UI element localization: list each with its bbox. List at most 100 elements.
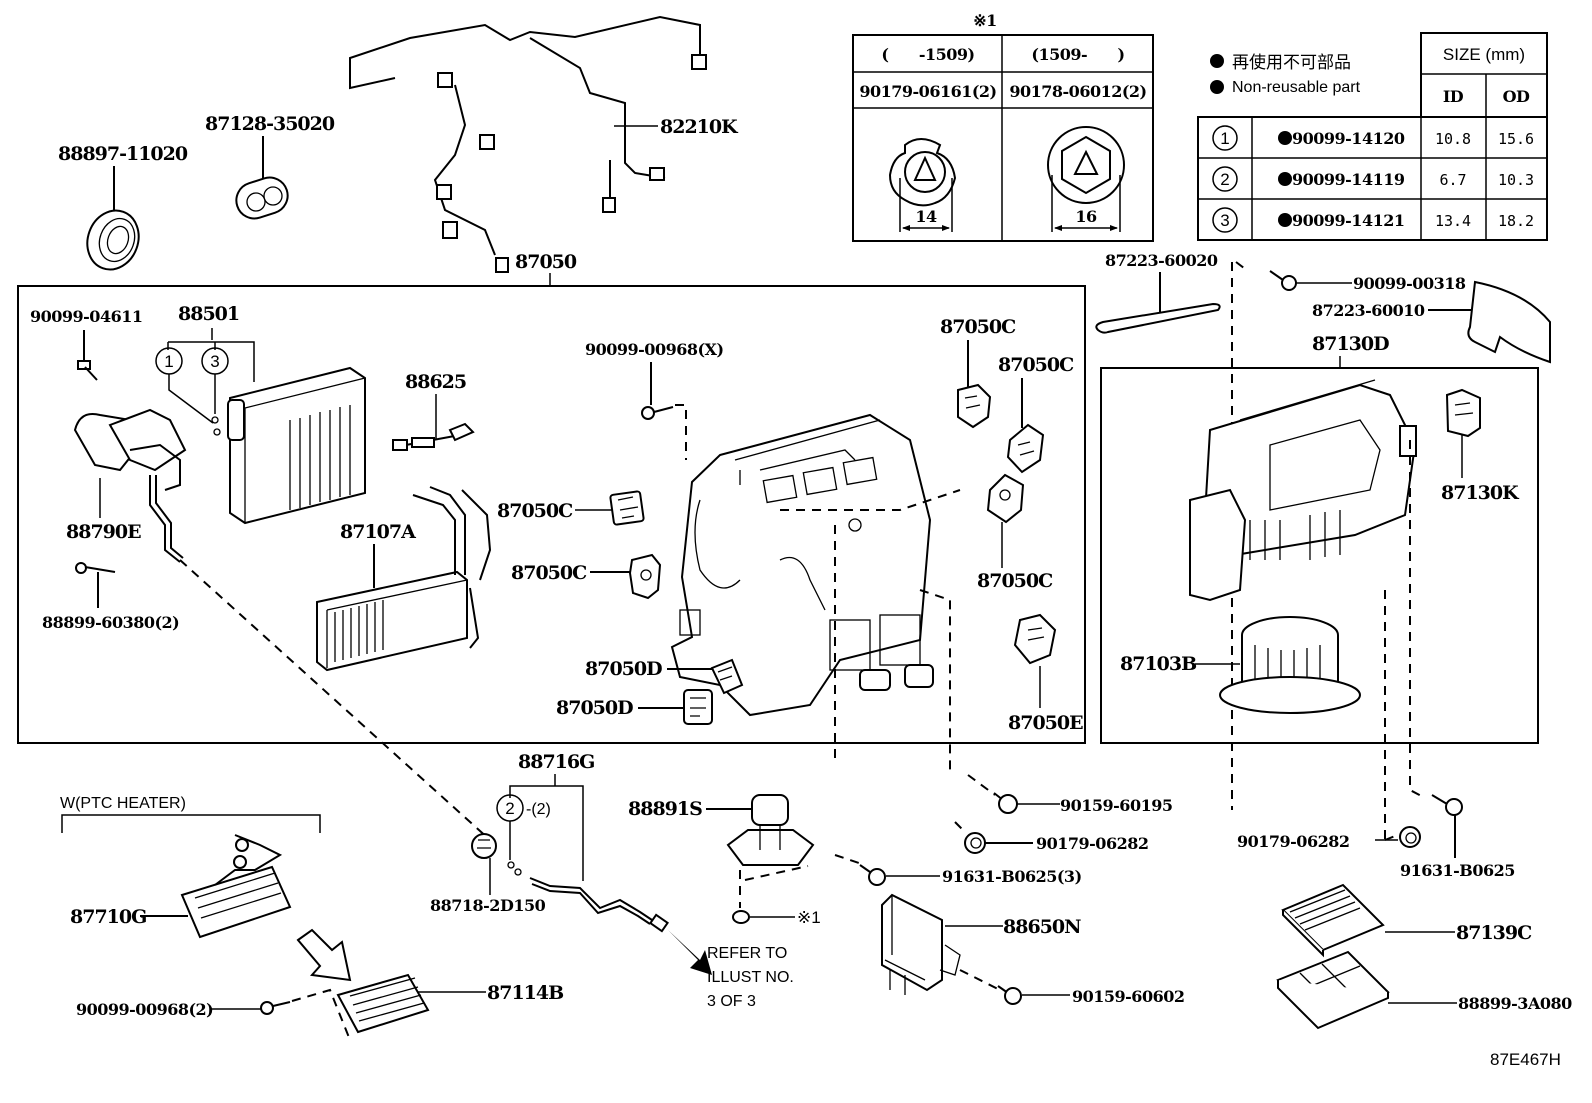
oring-ref-1: 1 [164,352,173,371]
group-label-87130D[interactable]: 87130D [1312,333,1390,355]
part-label[interactable]: 90099-04611 [30,307,143,326]
part-label[interactable]: 87050C [940,316,1017,338]
part-label[interactable]: 90159-60195 [1060,796,1173,815]
part-90179-06282-center[interactable]: 90179-06282 [954,821,1149,854]
part-88790E[interactable]: 88790E [66,408,187,563]
part-87114B[interactable]: 87114B [336,973,565,1034]
part-88650N[interactable]: 88650N [881,893,1082,995]
part-90159-60195[interactable]: 90159-60195 [967,774,1173,815]
part-87223-60020[interactable]: 87223-60020 [1095,251,1221,334]
part-label[interactable]: 88718-2D150 [430,896,546,915]
part-label[interactable]: 87139C [1456,922,1533,944]
part-label[interactable]: 90099-00318 [1353,274,1466,293]
part-label[interactable]: 87107A [340,521,417,543]
part-label[interactable]: 88899-3A080 [1458,994,1573,1013]
part-label[interactable]: 88501 [178,303,240,325]
part-label[interactable]: 87050C [497,500,574,522]
part-88501[interactable]: 88501 1 3 [155,303,366,525]
part-label[interactable]: 88716G [518,751,595,773]
part-91631-B0625[interactable]: 91631-B0625 [1400,794,1515,880]
blower-motor-icon [1219,616,1361,714]
clip-nut-icon [732,910,750,924]
part-label[interactable]: 88650N [1003,916,1082,938]
part-90099-00318[interactable]: 90099-00318 [1269,270,1466,293]
hvac-unit-housing-icon [670,413,934,717]
part-88897-11020[interactable]: 88897-11020 [58,143,189,277]
non-reusable-bullet-icon [1278,131,1292,145]
part-87139C[interactable]: 87139C [1281,883,1533,958]
part-label[interactable]: 87103B [1120,653,1198,675]
part-label[interactable]: 87050D [585,658,663,680]
part-label[interactable]: 88897-11020 [58,143,189,165]
group-label-87050[interactable]: 87050 [515,251,578,273]
part-label[interactable]: 87130K [1441,482,1521,504]
actuator-icon [1445,388,1481,438]
screw-icon [260,1001,291,1015]
part-label[interactable]: 82210K [660,116,740,138]
part-label[interactable]: 90159-60602 [1072,987,1185,1006]
part-87103B[interactable]: 87103B [1120,616,1361,714]
part-label[interactable]: 87223-60010 [1312,301,1425,320]
part-label[interactable]: 87223-60020 [1105,251,1218,270]
bolt-icon [1431,794,1463,816]
part-label[interactable]: 88625 [405,371,467,393]
part-87050C-left-lower[interactable]: 87050C [511,553,662,600]
part-87050C-right-third[interactable]: 87050C [977,473,1054,592]
part-87710G[interactable]: 87710G [70,834,292,939]
part-87050D-upper[interactable]: 87050D [585,658,744,695]
clip-table-title: ※1 [973,11,997,30]
part-label[interactable]: 88891S [628,798,703,820]
part-87223-60010[interactable]: 87223-60010 [1312,280,1551,364]
part-label[interactable]: 87128-35020 [205,113,336,135]
refrigerant-pipe-icon [529,877,669,933]
part-label[interactable]: 88899-60380(2) [42,613,180,632]
filter-frame-icon [1276,950,1390,1030]
part-label[interactable]: 87114B [487,982,565,1004]
part-label[interactable]: 87050C [998,354,1075,376]
part-91631-B0625-3[interactable]: 91631-B0625(3) [834,854,1082,886]
part-label[interactable]: 91631-B0625(3) [942,867,1082,886]
part-88718-2D150[interactable]: 88718-2D150 [430,833,546,915]
part-88625[interactable]: 88625 [392,371,475,451]
part-87050E[interactable]: 87050E [1008,613,1084,734]
part-90159-60602[interactable]: 90159-60602 [959,969,1185,1006]
part-88716G[interactable]: 88716G 2 -(2) [496,751,669,933]
part-87050C-right-top[interactable]: 87050C [940,316,1017,429]
part-87050C-right-second[interactable]: 87050C [998,354,1075,474]
part-90099-00968-2[interactable]: 90099-00968(2) [76,988,351,1041]
clip-table-frame [852,34,1154,242]
nut-icon [964,832,986,854]
oring-row: 1 90099-14120 10.8 15.6 [1212,125,1534,151]
part-90179-06282-right[interactable]: 90179-06282 [1237,826,1421,851]
non-reusable-bullet-icon [1278,172,1292,186]
part-90099-04611[interactable]: 90099-04611 [30,307,143,381]
part-82210K[interactable]: 82210K [349,15,740,273]
clip-part-new: 90178-06012(2) [1009,82,1146,101]
oring-row: 3 90099-14121 13.4 18.2 [1212,207,1534,233]
part-label[interactable]: 88790E [66,521,142,543]
part-90099-00968-X[interactable]: 90099-00968(X) [585,340,724,420]
part-87050D-lower[interactable]: 87050D [556,689,713,725]
part-87130K[interactable]: 87130K [1441,388,1521,504]
cover-panel-icon [1467,280,1551,364]
part-label[interactable]: 87050C [977,570,1054,592]
part-88899-3A080[interactable]: 88899-3A080 [1276,950,1573,1030]
part-87107A[interactable]: 87107A [316,486,492,672]
part-label[interactable]: 87050E [1008,712,1084,734]
part-label[interactable]: 87050C [511,562,588,584]
note-ref-1: ※1 [797,908,821,927]
part-87050C-left-upper[interactable]: 87050C [497,490,645,526]
part-label[interactable]: 91631-B0625 [1400,861,1515,880]
part-label[interactable]: 87050D [556,697,634,719]
part-88899-60380[interactable]: 88899-60380(2) [42,562,180,632]
part-label[interactable]: 90179-06282 [1237,832,1350,851]
part-label[interactable]: 90099-00968(X) [585,340,724,359]
evaporator-icon [227,366,366,525]
part-label[interactable]: 90179-06282 [1036,834,1149,853]
arrow-down-right-icon [296,928,352,982]
part-label[interactable]: 90099-00968(2) [76,1000,214,1019]
part-88891S[interactable]: 88891S ※1 [628,794,821,927]
part-label[interactable]: 87710G [70,906,147,928]
group-frame-87130D [1100,367,1539,744]
part-87128-35020[interactable]: 87128-35020 [205,113,336,223]
